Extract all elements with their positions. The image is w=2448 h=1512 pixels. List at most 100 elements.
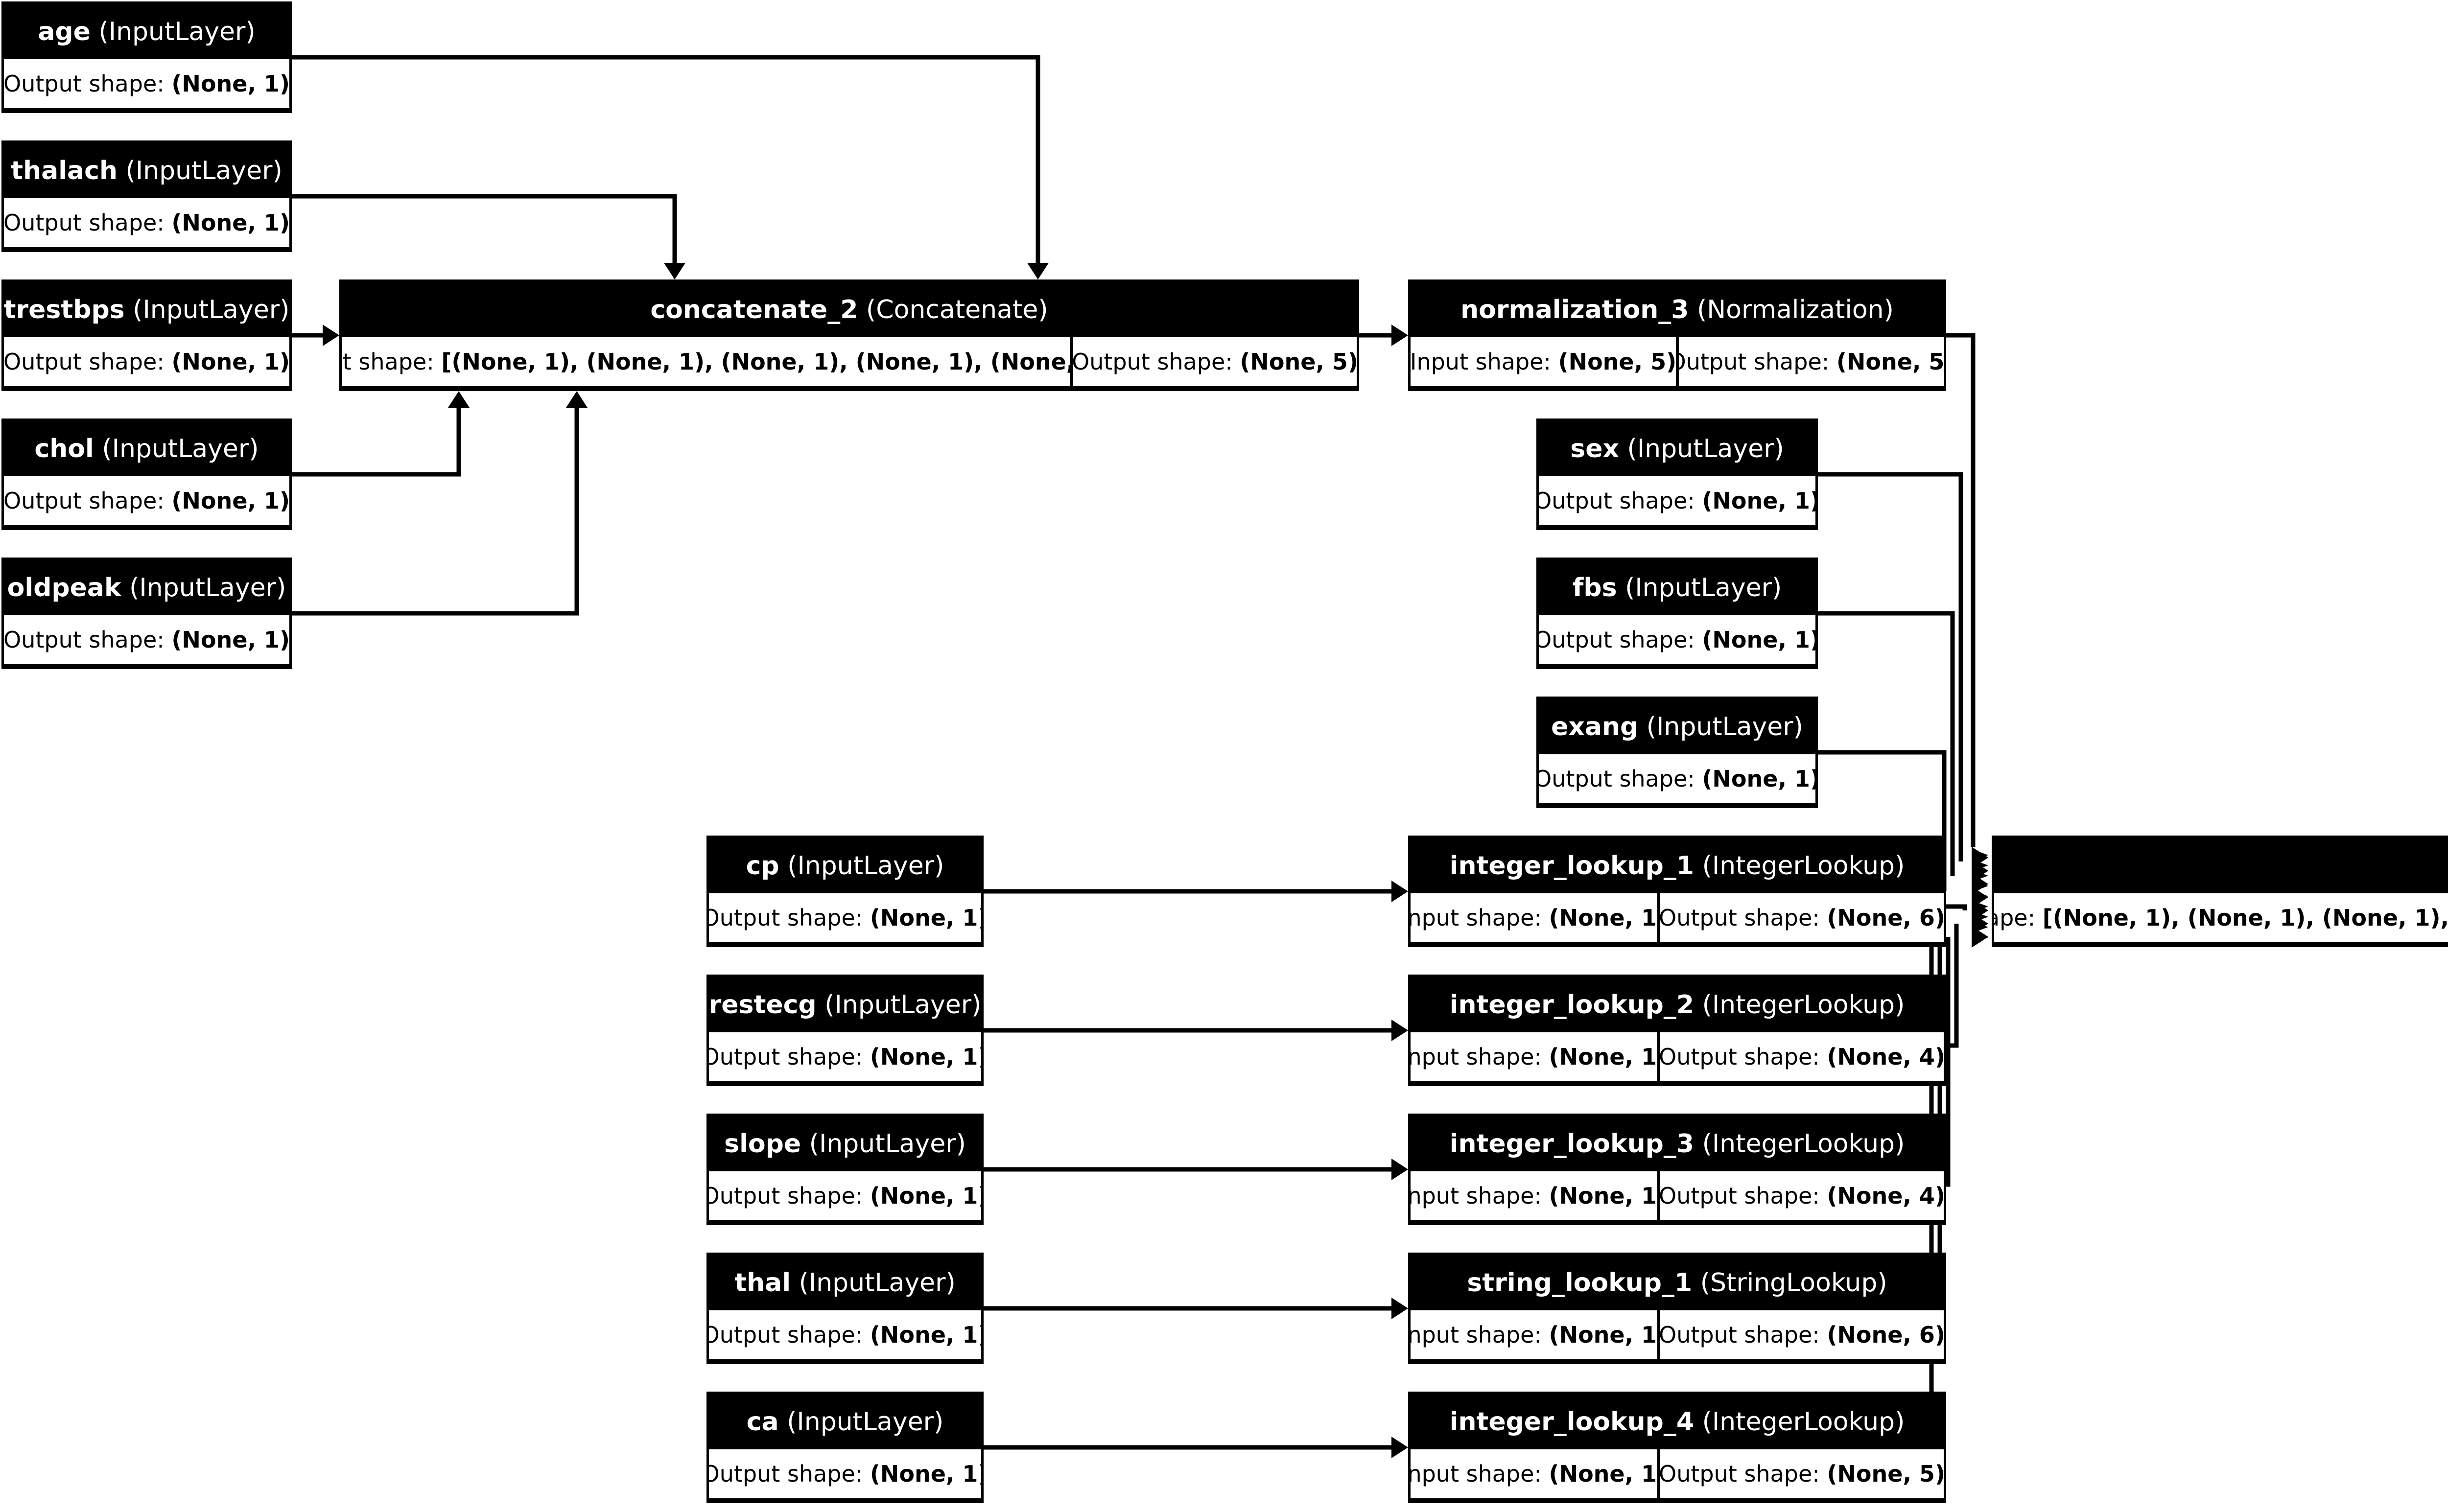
layer-name: concatenate_2	[650, 295, 858, 325]
layer-name: thalach	[11, 156, 118, 186]
layer-type: (InputLayer)	[809, 1129, 966, 1159]
layer-node-thalach[interactable]: thalach (InputLayer)Output shape: (None,…	[1, 140, 292, 252]
shape-label: Input shape:	[1411, 905, 1542, 931]
layer-node-chol[interactable]: chol (InputLayer)Output shape: (None, 1)	[1, 419, 292, 530]
layer-node-exang[interactable]: exang (InputLayer)Output shape: (None, 1…	[1536, 697, 1818, 808]
layer-name: integer_lookup_1	[1449, 851, 1695, 881]
layer-node-title: slope (InputLayer)	[709, 1116, 981, 1171]
shape-label: Output shape:	[4, 70, 165, 97]
arrowhead-chol-to-concatenate_2	[448, 391, 470, 408]
layer-name: integer_lookup_4	[1449, 1407, 1695, 1437]
layer-name: sex	[1570, 434, 1620, 464]
shape-value: (None, 1)	[171, 488, 289, 514]
shape-gap	[165, 349, 172, 375]
shape-value: (None, 1)	[870, 1183, 981, 1209]
shape-label: Output shape:	[709, 1183, 863, 1209]
layer-type: (InputLayer)	[1627, 434, 1784, 464]
title-space	[118, 156, 126, 186]
shape-value: (None, 5)	[1240, 349, 1357, 375]
shape-gap	[1820, 1322, 1827, 1348]
layer-node-cp[interactable]: cp (InputLayer)Output shape: (None, 1)	[706, 836, 984, 947]
shape-value: (None, 5)	[1827, 1461, 1944, 1487]
shape-label: Output shape:	[709, 1322, 863, 1348]
shape-value: (None, 4)	[1827, 1044, 1944, 1070]
shape-label: Output shape:	[1539, 766, 1695, 792]
layer-node-shapes: Output shape: (None, 1)	[709, 1449, 981, 1498]
shape-label: Input shape:	[1411, 1461, 1542, 1487]
title-space	[1694, 851, 1702, 881]
layer-type: (InputLayer)	[133, 295, 289, 325]
layer-node-integer_lookup_4[interactable]: integer_lookup_4 (IntegerLookup)Input sh…	[1408, 1392, 1946, 1503]
output-shape-cell: Output shape: (None, 5)	[1073, 337, 1357, 386]
layer-node-integer_lookup_2[interactable]: integer_lookup_2 (IntegerLookup)Input sh…	[1408, 975, 1946, 1086]
output-shape-cell: Output shape: (None, 5)	[1679, 337, 1944, 386]
shape-gap	[1820, 1044, 1827, 1070]
shape-label: Output shape:	[709, 1044, 863, 1070]
shape-label: Output shape:	[4, 349, 165, 375]
shape-value: (None, 1)	[1549, 905, 1657, 931]
arrowhead-age-to-concatenate_2	[1027, 263, 1049, 279]
layer-node-shapes: Output shape: (None, 1)	[709, 893, 981, 942]
layer-type: (IntegerLookup)	[1702, 1129, 1905, 1159]
layer-node-sex[interactable]: sex (InputLayer) Output shape: (None, 1)	[1536, 419, 1818, 530]
shape-value: (None, 6)	[1827, 1322, 1944, 1348]
layer-node-thal[interactable]: thal (InputLayer)Output shape: (None, 1)	[706, 1253, 984, 1364]
shape-gap	[863, 1461, 870, 1487]
layer-node-fbs[interactable]: fbs (InputLayer)Output shape: (None, 1)	[1536, 558, 1818, 669]
title-space	[817, 990, 825, 1020]
shape-label: Input shape:	[1411, 1044, 1542, 1070]
layer-node-title: chol (InputLayer)	[4, 421, 289, 476]
layer-node-trestbps[interactable]: trestbps (InputLayer)Output shape: (None…	[1, 279, 292, 391]
shape-value: (None, 1)	[1702, 488, 1815, 514]
arrowhead-fbs-to-concatenate_3	[1972, 873, 1988, 895]
layer-type: (Normalization)	[1696, 295, 1894, 325]
shape-value: (None, 1)	[1549, 1461, 1657, 1487]
arrowhead-concatenate_3-input-5	[1974, 891, 1988, 902]
shape-gap	[165, 70, 172, 97]
layer-node-title: concatenate_2 (Concatenate)	[342, 282, 1357, 337]
output-shape-cell: Output shape: (None, 1)	[709, 1171, 981, 1220]
layer-node-restecg[interactable]: restecg (InputLayer)Output shape: (None,…	[706, 975, 984, 1086]
layer-node-shapes: Output shape: (None, 1)	[4, 476, 289, 525]
layer-node-integer_lookup_3[interactable]: integer_lookup_3 (IntegerLookup)Input sh…	[1408, 1114, 1946, 1225]
input-shape-cell: Input shape: (None, 1)	[1411, 1171, 1657, 1220]
layer-node-integer_lookup_1[interactable]: integer_lookup_1 (IntegerLookup)Input sh…	[1408, 836, 1946, 947]
shape-label: Output shape:	[1660, 1183, 1820, 1209]
layer-node-oldpeak[interactable]: oldpeak (InputLayer)Output shape: (None,…	[1, 558, 292, 669]
layer-node-concatenate_2[interactable]: concatenate_2 (Concatenate)Input shape: …	[339, 279, 1359, 391]
layer-name: slope	[724, 1129, 801, 1159]
layer-node-age[interactable]: age (InputLayer)Output shape: (None, 1)	[1, 1, 292, 113]
layer-node-shapes: Input shape: (None, 1)Output shape: (Non…	[1411, 1032, 1944, 1081]
layer-type: (InputLayer)	[824, 990, 981, 1020]
layer-name: age	[38, 17, 91, 47]
shape-gap	[2035, 905, 2043, 931]
input-shape-cell: Input shape: (None, 1)	[1411, 893, 1657, 942]
output-shape-cell: Output shape: (None, 1)	[4, 615, 289, 664]
layer-node-shapes: Output shape: (None, 1)	[1539, 476, 1815, 525]
layer-node-concatenate_3[interactable]: concatenate_3 (Concatenate)Input shape: …	[1992, 836, 2448, 947]
layer-node-shapes: Output shape: (None, 1)	[4, 59, 289, 108]
layer-node-title: normalization_3 (Normalization)	[1411, 282, 1944, 337]
arrowhead-integer_lookup_1-to-concatenate_3	[1972, 900, 1988, 921]
layer-node-normalization_3[interactable]: normalization_3 (Normalization)Input sha…	[1408, 279, 1946, 391]
shape-label: Output shape:	[1660, 905, 1820, 931]
layer-node-title: fbs (InputLayer)	[1539, 560, 1815, 615]
output-shape-cell: Output shape: (None, 4)	[1660, 1032, 1944, 1081]
layer-node-string_lookup_1[interactable]: string_lookup_1 (StringLookup)Input shap…	[1408, 1253, 1946, 1364]
layer-node-shapes: Input shape: (None, 1)Output shape: (Non…	[1411, 1171, 1944, 1220]
layer-node-title: integer_lookup_1 (IntegerLookup)	[1411, 838, 1944, 893]
shape-label: Input shape:	[1411, 1322, 1542, 1348]
shape-value: (None, 1)	[1549, 1044, 1657, 1070]
shape-gap	[863, 1044, 870, 1070]
arrowhead-concatenate_2-to-normalization_3	[1391, 325, 1408, 346]
layer-node-slope[interactable]: slope (InputLayer)Output shape: (None, 1…	[706, 1114, 984, 1225]
layer-name: cp	[746, 851, 779, 881]
arrowhead-concatenate_3-input-6	[1974, 901, 1988, 912]
layer-node-title: integer_lookup_2 (IntegerLookup)	[1411, 977, 1944, 1032]
edge-age-to-concatenate_2	[292, 55, 1040, 264]
input-shape-cell: Input shape: (None, 5)	[1411, 337, 1676, 386]
layer-node-ca[interactable]: ca (InputLayer)Output shape: (None, 1)	[706, 1392, 984, 1503]
arrowhead-concatenate_3-input-4	[1974, 881, 1988, 891]
layer-type: (InputLayer)	[102, 434, 259, 464]
